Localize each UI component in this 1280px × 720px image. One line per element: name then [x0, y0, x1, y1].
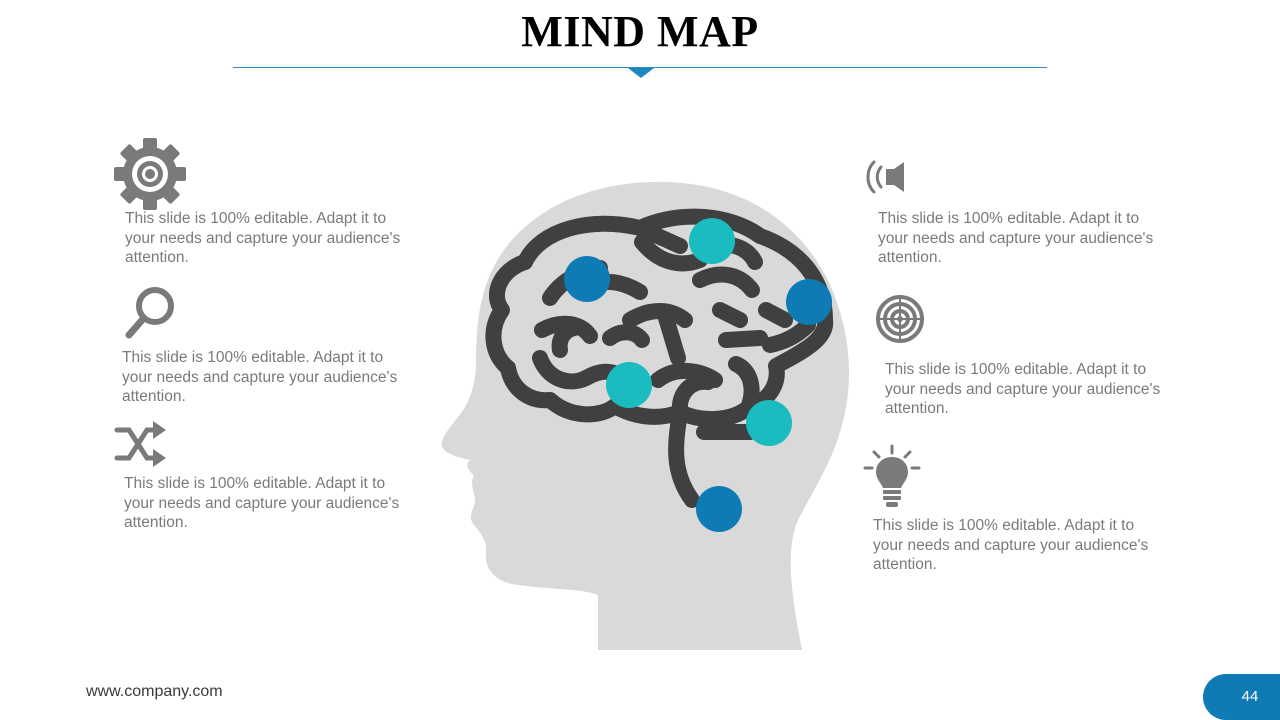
- speaker-icon: [866, 160, 904, 194]
- brain-node-teal-3: [746, 400, 792, 446]
- title-divider-notch: [628, 68, 654, 78]
- magnifier-icon: [125, 287, 174, 339]
- page-number: 44: [1241, 688, 1259, 705]
- item-description-target: This slide is 100% editable. Adapt it to…: [885, 361, 1161, 417]
- item-description-gear: This slide is 100% editable. Adapt it to…: [125, 210, 401, 266]
- item-description-magnifier: This slide is 100% editable. Adapt it to…: [122, 349, 398, 405]
- brain-node-blue-1: [564, 256, 610, 302]
- brain-node-blue-2: [786, 279, 832, 325]
- head-brain-illustration: [441, 181, 850, 650]
- item-description-speaker: This slide is 100% editable. Adapt it to…: [878, 210, 1154, 266]
- footer-website: www.company.com: [86, 683, 223, 700]
- brain-node-blue-3: [696, 486, 742, 532]
- gear-icon: [114, 138, 186, 210]
- item-description-shuffle: This slide is 100% editable. Adapt it to…: [124, 475, 400, 531]
- shuffle-icon: [114, 421, 166, 467]
- brain-node-teal-2: [606, 362, 652, 408]
- slide-title: MIND MAP: [521, 7, 759, 56]
- lightbulb-icon: [863, 444, 921, 507]
- item-description-lightbulb: This slide is 100% editable. Adapt it to…: [873, 517, 1149, 573]
- title-divider: [233, 67, 1047, 68]
- brain-node-teal-1: [689, 218, 735, 264]
- target-icon: [876, 295, 924, 343]
- page-number-badge: [1203, 674, 1280, 720]
